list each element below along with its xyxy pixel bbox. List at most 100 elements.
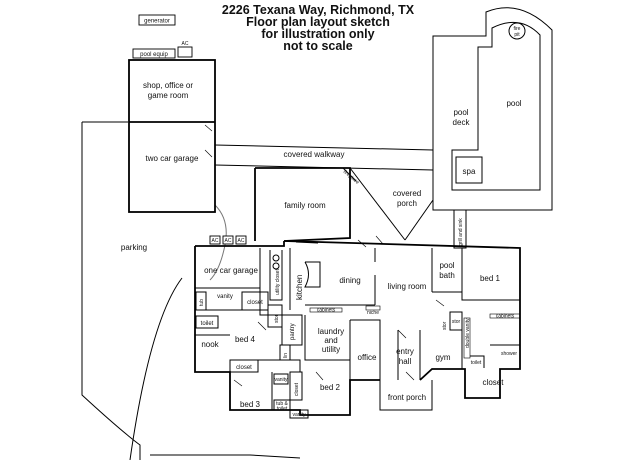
closet-bed3-box — [229, 359, 259, 373]
bed2-label: bed 2 — [320, 383, 341, 392]
main-house: fireplace family room AC AC AC one car g… — [194, 167, 521, 419]
title-subtitle: Floor plan layout sketch — [246, 15, 390, 29]
pool-deck-label-2: deck — [453, 118, 471, 127]
door-swing-bed2 — [315, 371, 324, 381]
bed3-label: bed 3 — [240, 400, 261, 409]
ac-unit-top — [177, 46, 193, 58]
vanity-3-label: vanity — [292, 412, 306, 418]
laundry-label-3: utility — [322, 345, 340, 354]
generator-label: generator — [144, 19, 170, 25]
kitchen-window — [295, 241, 319, 244]
utility-wall — [259, 248, 285, 316]
pool-equip-box — [132, 48, 176, 59]
pool-bath-bottom — [432, 248, 463, 293]
pantry-label: pantry — [290, 323, 296, 340]
vanity-2-label: vanity — [274, 377, 288, 383]
detached-garage-outline — [128, 59, 216, 213]
utility-closet-box — [269, 250, 283, 301]
office-label: office — [358, 353, 378, 362]
dining-cabinets-label: cabinets — [317, 308, 336, 314]
door-swing-bed3 — [233, 379, 243, 387]
tub-toilet-label-1: tub & — [276, 401, 288, 407]
ac-label-3: AC — [238, 238, 245, 244]
door-swing-family — [357, 239, 367, 248]
toilet-bed4-box — [195, 315, 219, 329]
front-porch-label: front porch — [388, 393, 426, 402]
front-porch-outline — [379, 380, 433, 411]
tub-label: tub — [199, 299, 205, 306]
driveway-inner — [129, 277, 183, 460]
vanity-2-box — [273, 373, 289, 385]
spa-outline — [455, 156, 483, 184]
closet-bed4-box — [241, 291, 269, 311]
bed1-label: bed 1 — [480, 274, 501, 283]
entry-label-2: hall — [399, 357, 412, 366]
pool-deck-label-1: pool — [453, 108, 468, 117]
garage-top-wall — [195, 241, 285, 247]
porch-edge — [349, 167, 406, 241]
porch-edge-2 — [404, 199, 434, 241]
toilet-1-box — [470, 355, 485, 368]
detached-garage: shop, office or game room two car garage — [128, 59, 216, 213]
toilet-1-label: toilet — [471, 360, 482, 366]
pool-deck-outline — [432, 7, 553, 211]
entry-label-1: entry — [396, 347, 414, 356]
title-scale-note: not to scale — [283, 39, 353, 53]
family-room-outline — [255, 167, 351, 242]
laundry-label-1: laundry — [318, 327, 344, 336]
gym-label: gym — [435, 353, 450, 362]
lin-label-1: lin — [283, 353, 289, 358]
closet-bed3-label: closet — [236, 365, 252, 371]
title-address: 2226 Texana Way, Richmond, TX — [222, 3, 415, 17]
niche-box — [365, 305, 381, 311]
house-right-wall — [283, 240, 521, 399]
driveway-curve — [209, 204, 227, 281]
ac-label-2: AC — [225, 238, 232, 244]
grill-sink-label: grill and sink — [458, 218, 464, 246]
ac-top-label: AC — [182, 41, 189, 47]
ac-label-1: AC — [212, 238, 219, 244]
pool-area: fire pit pool pool deck spa grill and si… — [432, 7, 553, 249]
covered-porch-label-2: porch — [397, 199, 417, 208]
garage-door-swing-2 — [204, 149, 213, 158]
tub-toilet-label-2: toilet — [277, 406, 288, 412]
tub-toilet-box — [273, 399, 291, 411]
grill-sink-counter — [453, 209, 467, 249]
bed1-cabinets-label: cabinets — [496, 314, 515, 320]
pool-bath-label-2: bath — [439, 271, 455, 280]
niche-label: niche — [367, 310, 379, 316]
door-swing-bed4 — [257, 321, 267, 331]
spa-label: spa — [463, 167, 476, 176]
pool-label: pool — [506, 99, 521, 108]
fire-pit-outline — [508, 22, 526, 40]
pantry-box — [281, 314, 303, 346]
fire-pit-label-1: fire — [514, 26, 521, 32]
water-heater-1 — [272, 254, 280, 262]
title-block: 2226 Texana Way, Richmond, TX Floor plan… — [222, 3, 415, 53]
stor-right-label: stor — [452, 319, 461, 325]
door-swing-front — [405, 371, 415, 381]
driveway-left — [81, 122, 141, 460]
dining-label: dining — [339, 276, 360, 285]
double-vanity-counter — [463, 317, 471, 359]
stor-right-label-2: stor — [442, 321, 448, 330]
door-swing-entry — [397, 329, 407, 339]
closet-bed2-label: closet — [294, 382, 300, 396]
closet-bed4-label: closet — [247, 300, 263, 306]
laundry-walls — [304, 315, 350, 361]
vanity-label: vanity — [217, 294, 233, 300]
water-heater-2 — [272, 262, 280, 270]
fireplace-mark — [342, 167, 357, 182]
two-car-garage-label: two car garage — [146, 154, 199, 163]
dining-cabinets — [309, 307, 343, 313]
utility-closet-label: utility closet — [275, 269, 281, 295]
covered-walkway-label: covered walkway — [284, 150, 345, 159]
closet-1-label: closet — [483, 378, 505, 387]
shower-label: shower — [501, 351, 517, 357]
double-vanity-label: double vanity — [465, 318, 471, 348]
vanity-3-box — [289, 409, 309, 419]
nook-label: nook — [201, 340, 219, 349]
pool-bath-label-1: pool — [439, 261, 454, 270]
